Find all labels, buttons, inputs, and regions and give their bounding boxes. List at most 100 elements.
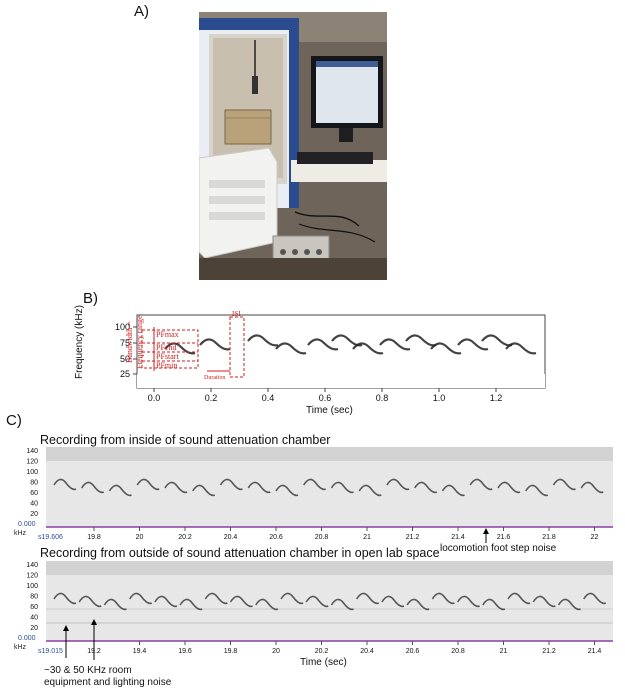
- panel-c-syllable: [128, 592, 153, 605]
- frequency-range-label: Frequency range: [135, 315, 144, 369]
- panel-b-ytick: 75: [120, 338, 130, 348]
- panel-b-xtick: 0.8: [376, 393, 389, 403]
- panel-c-syllable: [78, 595, 102, 608]
- panel-c-syllable: [108, 484, 132, 497]
- panel-b-syllable: [275, 342, 307, 355]
- panel-c-syllable: [219, 478, 243, 491]
- pfmax-label: PFmax: [156, 330, 179, 339]
- panel-c-xtick: 20.6: [406, 648, 420, 655]
- panel-c-label: C): [6, 412, 22, 429]
- panel-b-syllable: [457, 338, 489, 351]
- panel-c-syllable: [441, 484, 465, 497]
- panel-c-syllable: [275, 484, 299, 497]
- panel-c-syllable: [583, 592, 607, 605]
- panel-c-syllable: [81, 481, 105, 494]
- panel-b-syllable: [405, 334, 437, 347]
- panel-c-syllable: [580, 481, 604, 494]
- panel-c-ytick: 120: [26, 573, 38, 580]
- panel-c-ytick: 20: [30, 511, 38, 518]
- panel-c-top-start: s19.606: [38, 534, 63, 541]
- duration-label: Duration: [204, 375, 225, 381]
- panel-c-syllable: [164, 481, 188, 494]
- panel-c-syllable: [381, 595, 405, 608]
- panel-c-xtick: 21: [500, 648, 508, 655]
- panel-c-bottom-syllables: [53, 592, 607, 611]
- panel-c-xtick: 20.4: [224, 534, 238, 541]
- room-noise-note: ~30 & 50 KHz room equipment and lighting…: [44, 665, 171, 689]
- panel-c-syllable: [414, 481, 438, 494]
- panel-c-ytick: 80: [30, 594, 38, 601]
- panel-c-top-syllables: [53, 478, 604, 497]
- panel-b-syllable: [352, 342, 384, 355]
- panel-c-top-unit: kHz: [14, 530, 27, 537]
- panel-c-ytick: 20: [30, 625, 38, 632]
- lab-setup-photo: [199, 12, 387, 280]
- panel-c-syllable: [305, 595, 329, 608]
- panel-c-syllable: [469, 478, 493, 491]
- panel-c-xtick: 19.8: [224, 648, 238, 655]
- panel-c-xtick: 20.2: [315, 648, 329, 655]
- panel-c-syllable: [204, 592, 228, 605]
- panel-b-syllable: [379, 338, 411, 351]
- panel-c-syllable: [280, 592, 304, 605]
- panel-c-syllable: [154, 595, 178, 608]
- panel-b-syllable: [164, 342, 196, 355]
- panel-c-xtick: 20.4: [360, 648, 374, 655]
- panel-b-syllable: [247, 334, 279, 347]
- panel-c-ytick: 60: [30, 604, 38, 611]
- panel-c-top-zero: 0.000: [18, 521, 36, 528]
- panel-c-xtick: 21.8: [542, 534, 556, 541]
- panel-b-ytick: 25: [120, 369, 130, 379]
- panel-c-ytick: 140: [26, 448, 38, 455]
- panel-c-syllable: [507, 592, 531, 605]
- panel-c-bottom-start: s19.015: [38, 648, 63, 655]
- panel-c-xtick: 20.2: [178, 534, 192, 541]
- panel-c-syllable: [192, 484, 216, 497]
- panel-b-syllable: [199, 338, 231, 351]
- panel-a-label: A): [134, 3, 149, 20]
- isi-label: ISI: [232, 310, 241, 318]
- panel-c-syllable: [229, 595, 253, 608]
- panel-b-label: B): [83, 290, 98, 307]
- panel-b-xtick: 0.6: [319, 393, 332, 403]
- panel-c-bottom-unit: kHz: [14, 644, 27, 651]
- room-noise-note-line2: equipment and lighting noise: [44, 677, 172, 688]
- panel-c-syllable: [330, 598, 354, 611]
- panel-c-xtick: 21.4: [451, 534, 465, 541]
- panel-c-syllable: [406, 598, 430, 611]
- panel-c-xtick: 20.8: [315, 534, 329, 541]
- footstep-noise-note: locomotion foot step noise: [440, 543, 557, 554]
- panel-c-syllable: [255, 598, 279, 611]
- pfend-label: PFend: [156, 343, 176, 352]
- panel-c-syllable: [431, 592, 455, 605]
- panel-c-xtick: 21.6: [497, 534, 511, 541]
- panel-b-ytick: 50: [120, 354, 130, 364]
- pfmin-label: PFmin: [156, 361, 177, 370]
- panel-b-xtick: 0.4: [262, 393, 275, 403]
- panel-c-xtick: 21.2: [542, 648, 556, 655]
- panel-c-syllable: [103, 598, 127, 611]
- panel-b-syllable: [430, 342, 462, 355]
- panel-c-xtick: 20.8: [451, 648, 465, 655]
- panel-c-syllable: [136, 478, 160, 491]
- panel-c-xtick: 19.6: [178, 648, 192, 655]
- panel-c-ytick: 40: [30, 615, 38, 622]
- panel-c-syllable: [525, 484, 549, 497]
- panel-c-xlabel: Time (sec): [300, 657, 347, 668]
- panel-c-xtick: 21.4: [588, 648, 602, 655]
- panel-c-xtick: 21: [363, 534, 371, 541]
- panel-c-xtick: 20.6: [269, 534, 283, 541]
- panel-c-syllable: [482, 598, 506, 611]
- panel-c-ytick: 100: [26, 469, 38, 476]
- panel-c-syllable: [386, 478, 410, 491]
- panel-b-syllable: [307, 338, 339, 351]
- panel-c-ytick: 140: [26, 562, 38, 569]
- panel-c-syllable: [179, 598, 203, 611]
- panel-c-xtick: 19.4: [133, 648, 147, 655]
- panel-c-xtick: 19.8: [87, 534, 101, 541]
- panel-c-syllable: [53, 592, 77, 605]
- panel-b-xtick: 1.2: [490, 393, 503, 403]
- panel-c-syllable: [358, 484, 382, 497]
- pfstart-label: PFstart: [156, 352, 179, 361]
